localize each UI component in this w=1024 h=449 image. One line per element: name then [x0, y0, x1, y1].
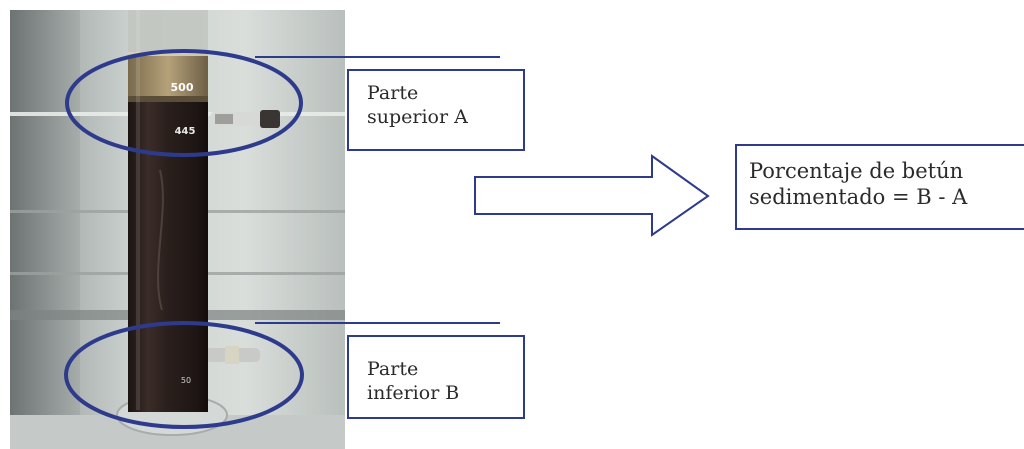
- graduation-mark-upper: 445: [175, 126, 196, 137]
- label-upper-line1: Parte: [367, 82, 419, 104]
- graduation-mark-bottom: 50: [181, 376, 191, 385]
- label-lower-line2: inferior B: [367, 382, 460, 404]
- formula-line1: Porcentaje de betún: [749, 159, 964, 183]
- formula-box: Porcentaje de betún sedimentado = B - A: [735, 144, 1024, 230]
- label-lower-line1: Parte: [367, 358, 419, 380]
- result-arrow: [474, 154, 710, 237]
- background-equipment: [10, 10, 80, 449]
- graduation-mark-top: 500: [171, 81, 194, 94]
- label-upper-part: Parte superior A: [347, 69, 525, 151]
- label-upper-line2: superior A: [367, 106, 468, 128]
- formula-line2: sedimentado = B - A: [749, 185, 968, 209]
- label-lower-part: Parte inferior B: [347, 335, 525, 419]
- cylinder-photo: 500 445 50: [10, 10, 345, 449]
